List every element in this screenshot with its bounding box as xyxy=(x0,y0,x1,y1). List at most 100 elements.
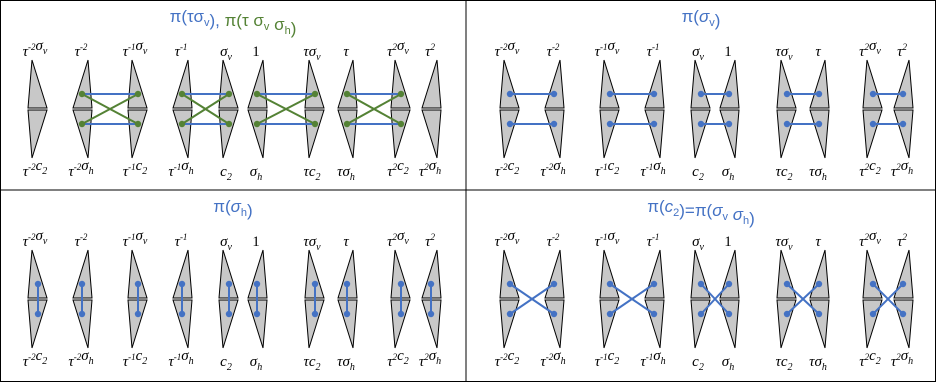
bottom-label-0: τ-2c2 xyxy=(23,158,48,180)
triangle-top-9 xyxy=(893,59,914,109)
node-bottom-0 xyxy=(34,310,42,318)
node-4-3 xyxy=(725,310,733,318)
triangle-top-8 xyxy=(390,59,411,109)
bottom-label-4: c2 xyxy=(692,354,704,373)
node-4-2 xyxy=(697,310,705,318)
triangle-bottom-8 xyxy=(862,109,883,159)
triangle-bottom-2 xyxy=(599,299,620,349)
top-label-9: τ2 xyxy=(425,42,435,60)
top-label-6: τσv xyxy=(775,44,793,63)
triangle-bottom-6 xyxy=(776,109,797,159)
bottom-label-8: τ2c2 xyxy=(859,158,881,180)
top-label-6: τσv xyxy=(303,44,321,63)
top-label-0: τ-2σv xyxy=(495,228,520,250)
node-bottom-2 xyxy=(134,310,142,318)
node-top-9 xyxy=(427,280,435,288)
link-green-b-7 xyxy=(346,93,402,125)
node-0-3 xyxy=(550,120,558,128)
bottom-label-9: τ2σh xyxy=(419,158,441,180)
link-cross-b-4 xyxy=(700,283,730,315)
node-top-0 xyxy=(34,280,42,288)
top-label-2: τ-1σv xyxy=(123,38,148,60)
triangle-top-1 xyxy=(544,249,565,299)
bottom-label-7: τσh xyxy=(809,354,827,373)
triangle-top-0 xyxy=(499,59,520,109)
node-bottom-6 xyxy=(311,310,319,318)
triangle-top-4 xyxy=(690,59,711,109)
bottom-label-3: τ-1σh xyxy=(168,348,193,370)
node-8-0 xyxy=(869,90,877,98)
bottom-label-4: c2 xyxy=(220,354,232,373)
bottom-label-3: τ-1σh xyxy=(640,348,665,370)
link-cross-b-2 xyxy=(609,283,655,315)
node-4-2 xyxy=(697,120,705,128)
bottom-label-3: τ-1σh xyxy=(640,158,665,180)
node-top-3 xyxy=(178,90,186,98)
bottom-label-0: τ-2c2 xyxy=(495,158,520,180)
triangle-top-5 xyxy=(247,59,268,109)
bottom-label-7: τσh xyxy=(337,164,355,183)
top-label-1: τ-2 xyxy=(75,42,88,60)
node-8-2 xyxy=(869,120,877,128)
link-green-b-5 xyxy=(256,93,316,125)
node-top-8 xyxy=(397,280,405,288)
node-6-2 xyxy=(783,310,791,318)
panel-title-c2: π(c2)=π(σv σh) xyxy=(647,197,755,228)
panel-title-sigma-h: π(σh) xyxy=(213,197,252,220)
triangle-bottom-9 xyxy=(421,109,442,159)
node-top-3 xyxy=(178,280,186,288)
triangle-bottom-1 xyxy=(72,109,93,159)
bottom-label-4: c2 xyxy=(220,164,232,183)
bottom-label-1: τ-2σh xyxy=(540,158,565,180)
bottom-label-6: τc2 xyxy=(775,164,792,183)
triangle-top-5 xyxy=(719,59,740,109)
triangle-top-7 xyxy=(809,249,830,299)
top-label-2: τ-1σv xyxy=(595,38,620,60)
triangle-top-9 xyxy=(893,249,914,299)
bottom-label-3: τ-1σh xyxy=(168,158,193,180)
top-label-2: τ-1σv xyxy=(123,228,148,250)
triangle-top-7 xyxy=(337,59,358,109)
triangle-bottom-0 xyxy=(499,299,520,349)
triangle-top-8 xyxy=(862,59,883,109)
node-bottom-7 xyxy=(343,120,351,128)
top-label-9: τ2 xyxy=(425,232,435,250)
top-label-3: τ-1 xyxy=(175,232,188,250)
bottom-label-9: τ2σh xyxy=(419,348,441,370)
node-bottom-4 xyxy=(225,120,233,128)
triangle-top-9 xyxy=(421,59,442,109)
node-6-1 xyxy=(815,90,823,98)
bottom-label-6: τc2 xyxy=(303,164,320,183)
triangle-bottom-5 xyxy=(719,299,740,349)
node-top-7 xyxy=(343,280,351,288)
node-0-2 xyxy=(506,120,514,128)
bottom-label-8: τ2c2 xyxy=(387,158,409,180)
top-label-4: σv xyxy=(692,234,704,253)
node-4-0 xyxy=(697,90,705,98)
triangle-top-6 xyxy=(776,249,797,299)
triangle-bottom-0 xyxy=(499,109,520,159)
node-6-1 xyxy=(815,280,823,288)
node-0-1 xyxy=(550,90,558,98)
top-label-2: τ-1σv xyxy=(595,228,620,250)
node-bottom-5 xyxy=(253,120,261,128)
bottom-label-2: τ-1c2 xyxy=(595,348,620,370)
node-6-2 xyxy=(783,120,791,128)
bottom-label-5: σh xyxy=(722,164,734,183)
node-top-8 xyxy=(397,90,405,98)
bottom-label-9: τ2σh xyxy=(891,348,913,370)
node-top-6 xyxy=(311,280,319,288)
node-bottom-3 xyxy=(178,120,186,128)
top-label-1: τ-2 xyxy=(547,232,560,250)
top-label-0: τ-2σv xyxy=(23,228,48,250)
bottom-label-7: τσh xyxy=(337,354,355,373)
triangle-bottom-3 xyxy=(644,109,665,159)
node-top-2 xyxy=(134,280,142,288)
node-8-3 xyxy=(899,120,907,128)
top-label-4: σv xyxy=(220,44,232,63)
triangle-bottom-3 xyxy=(644,299,665,349)
triangle-top-0 xyxy=(27,59,48,109)
